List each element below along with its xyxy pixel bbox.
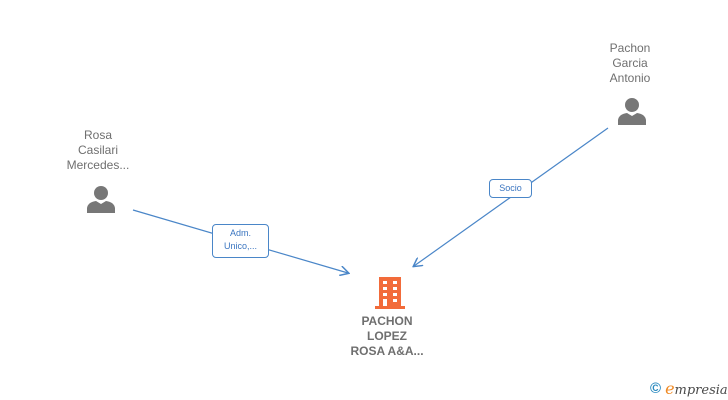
company-node-pachon-lopez[interactable]: PACHON LOPEZ ROSA A&A... (332, 314, 442, 359)
person-name-line: Mercedes... (66, 158, 130, 172)
brand-rest: mpresia (674, 383, 728, 398)
person-name-line: Garcia (612, 56, 648, 70)
edge-label-line: Socio (499, 183, 522, 193)
edge-label-line: Adm. (229, 228, 251, 238)
person-icon[interactable] (86, 184, 116, 214)
person-name-line: Rosa (83, 128, 112, 142)
person-icon[interactable] (617, 96, 647, 126)
person-name-line: Casilari (77, 143, 118, 157)
person-name-line: Antonio (609, 71, 651, 85)
edge-label-line: Unico,... (223, 241, 257, 251)
person-node-pachon-garcia[interactable]: Pachon Garcia Antonio (582, 41, 678, 86)
building-icon[interactable] (374, 276, 406, 310)
edge-label-adm-unico[interactable]: Adm. Unico,... (212, 224, 269, 258)
person-node-rosa-casilari[interactable]: Rosa Casilari Mercedes... (50, 128, 146, 173)
company-name-line: PACHON (361, 314, 413, 328)
brand-initial: e (665, 379, 675, 398)
person-name-line: Pachon (609, 41, 651, 55)
brand-logo: empresia (665, 379, 728, 398)
company-name-line: ROSA A&A... (350, 344, 424, 358)
edge-label-socio[interactable]: Socio (489, 179, 532, 198)
company-name-line: LOPEZ (366, 329, 407, 343)
copyright-icon: © (650, 380, 662, 397)
empresia-watermark: © empresia (650, 379, 728, 398)
